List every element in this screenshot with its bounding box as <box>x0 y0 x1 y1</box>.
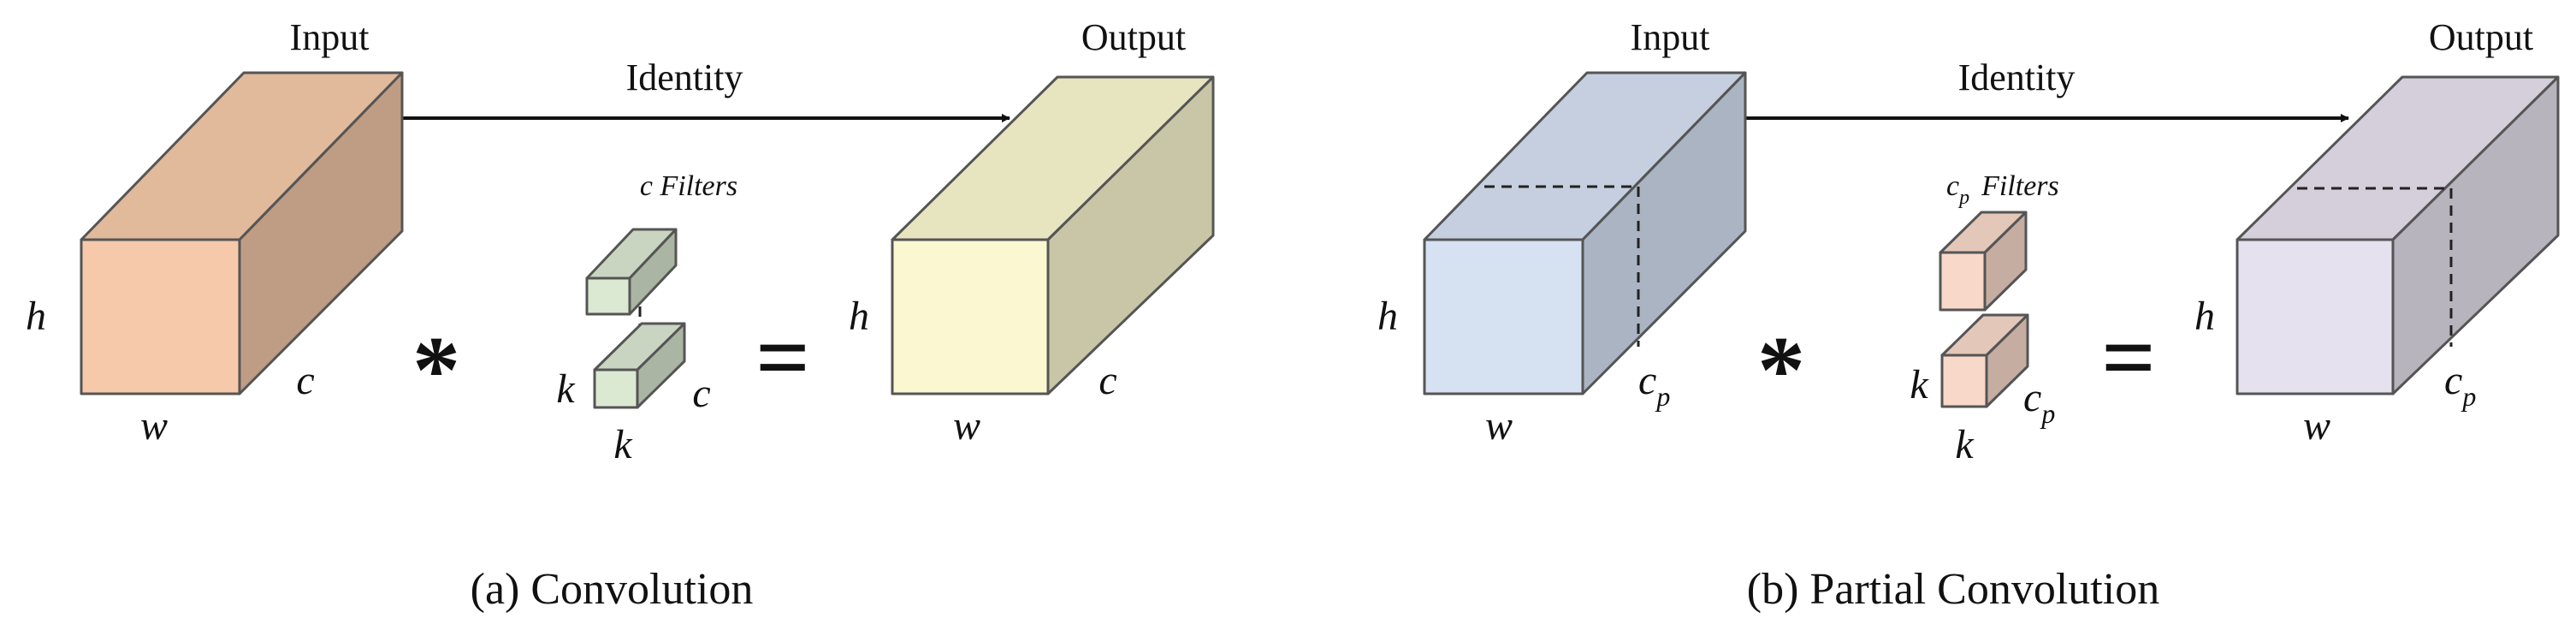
input-height-label: h <box>26 294 46 339</box>
output-tensor <box>891 75 1215 395</box>
input-front-face <box>80 238 241 395</box>
input-height-label: h <box>1377 294 1398 339</box>
convolution-operator: * <box>412 318 460 424</box>
output-front-face <box>891 238 1050 395</box>
filters-word: Filters <box>1981 170 2059 202</box>
input-channel-label: c <box>296 358 314 403</box>
filter-top <box>585 228 678 316</box>
filter-channel-subscript: p <box>2040 398 2055 429</box>
filter-bottom-front-face <box>1940 354 1988 408</box>
output-channel-letter: c <box>2444 358 2462 403</box>
filter-kernel-left-label: k <box>556 366 576 412</box>
identity-label: Identity <box>1958 56 2076 98</box>
filter-kernel-bottom-label: k <box>1955 422 1975 467</box>
equals-sign: = <box>755 305 810 411</box>
filter-bottom <box>1940 313 2029 408</box>
output-channel-label: c <box>1099 358 1116 403</box>
filter-bottom <box>593 322 686 409</box>
equals-sign: = <box>2101 305 2156 411</box>
input-partial-channel-divider <box>1484 185 1640 347</box>
output-tensor <box>2235 75 2560 395</box>
input-channel-label: cp <box>1638 358 1670 412</box>
input-tensor <box>80 71 404 395</box>
filter-channel-letter: c <box>2023 375 2041 420</box>
filter-channel-label: c <box>692 371 710 416</box>
output-height-label: h <box>2194 294 2215 339</box>
filters-letter: c <box>1946 170 1959 202</box>
caption-a: (a) Convolution <box>471 565 754 614</box>
input-tensor <box>1423 71 1747 395</box>
output-width-label: w <box>953 403 980 449</box>
output-label: Output <box>1081 16 1186 58</box>
filter-top-front-face <box>585 276 631 316</box>
filter-kernel-bottom-label: k <box>613 422 633 467</box>
input-width-label: w <box>140 403 168 449</box>
input-front-face <box>1423 238 1584 395</box>
output-height-label: h <box>849 294 869 339</box>
output-front-face <box>2235 238 2395 395</box>
caption-b: (b) Partial Convolution <box>1747 565 2159 614</box>
input-width-label: w <box>1485 403 1513 449</box>
filters-label: cp Filters <box>1946 170 2059 209</box>
filters-subscript: p <box>1957 187 1969 209</box>
convolution-operator: * <box>1757 318 1805 424</box>
panel-convolution: Identity Input h w c * c Filters k k c <box>26 16 1215 614</box>
filter-top <box>1939 211 2028 312</box>
identity-label: Identity <box>626 56 743 98</box>
filters-label: c Filters <box>640 170 737 202</box>
input-label: Input <box>290 16 370 58</box>
input-channel-subscript: p <box>1655 381 1670 412</box>
input-channel-letter: c <box>1638 358 1656 403</box>
input-label: Input <box>1631 16 1710 58</box>
output-label: Output <box>2429 16 2533 58</box>
filter-kernel-left-label: k <box>1910 362 1929 407</box>
filter-top-front-face <box>1939 251 1987 312</box>
output-channel-label: cp <box>2444 358 2476 412</box>
output-channel-subscript: p <box>2461 381 2476 412</box>
filter-bottom-front-face <box>593 368 639 409</box>
output-partial-channel-divider <box>2297 187 2453 347</box>
output-width-label: w <box>2303 403 2330 449</box>
filter-channel-label: cp <box>2023 375 2055 429</box>
